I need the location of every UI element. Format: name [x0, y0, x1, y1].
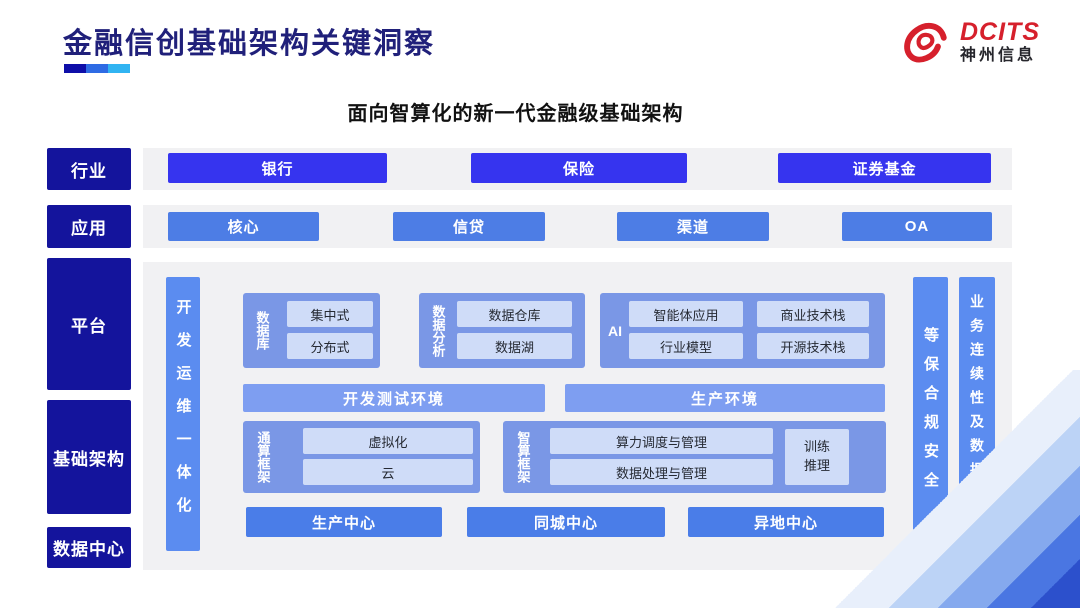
row-label-datacenter: 数据中心 [47, 527, 131, 568]
general-compute-label: 通算框架 [255, 431, 271, 483]
logo-brand-text: DCITS [960, 18, 1040, 46]
dcits-logo: DCITS 神州信息 [898, 18, 1040, 66]
btn-bank: 银行 [168, 153, 387, 183]
btn-core: 核心 [168, 212, 319, 241]
btn-oa: OA [842, 212, 992, 241]
env-dev-test-bar: 开发测试环境 [243, 384, 545, 412]
cell-agent-app: 智能体应用 [629, 301, 743, 327]
row-label-industry: 行业 [47, 148, 131, 190]
btn-credit: 信贷 [393, 212, 545, 241]
cell-opensource-stack: 开源技术栈 [757, 333, 869, 359]
analytics-label: 数据分析 [430, 304, 446, 357]
cell-data-warehouse: 数据仓库 [457, 301, 572, 327]
cell-compute-scheduling: 算力调度与管理 [550, 428, 773, 454]
underline-segment-dark [64, 64, 86, 73]
row-label-application: 应用 [47, 205, 131, 248]
cell-distributed: 分布式 [287, 333, 373, 359]
diagram-title: 面向智算化的新一代金融级基础架构 [347, 103, 684, 125]
row-label-infrastructure: 基础架构 [47, 400, 131, 514]
devops-bar: 开发运维一体化 [166, 277, 200, 551]
cell-industry-model: 行业模型 [629, 333, 743, 359]
underline-segment-cyan [108, 64, 130, 73]
logo-company-text: 神州信息 [960, 47, 1037, 64]
btn-channel: 渠道 [617, 212, 769, 241]
cell-cloud: 云 [303, 459, 473, 485]
underline-segment-blue [86, 64, 108, 73]
center-production: 生产中心 [246, 507, 442, 537]
dcits-swirl-icon [904, 22, 947, 63]
title-underline [64, 64, 130, 73]
cell-data-lake: 数据湖 [457, 333, 572, 359]
btn-insurance: 保险 [471, 153, 687, 183]
cell-centralized: 集中式 [287, 301, 373, 327]
row-label-platform: 平台 [47, 258, 131, 390]
cell-commercial-stack: 商业技术栈 [757, 301, 869, 327]
logo-text-block: DCITS 神州信息 [960, 20, 1040, 64]
cell-data-processing: 数据处理与管理 [550, 459, 773, 485]
btn-securities-fund: 证券基金 [778, 153, 991, 183]
center-same-city: 同城中心 [467, 507, 665, 537]
corner-stripes-decoration [828, 370, 1080, 608]
train-infer-label: 训练推理 [803, 439, 830, 473]
page-title: 金融信创基础架构关键洞察 [63, 28, 436, 60]
intelligent-compute-label: 智算框架 [515, 431, 531, 483]
cell-virtualization: 虚拟化 [303, 428, 473, 454]
database-label: 数据库 [254, 311, 270, 350]
ai-label: AI [608, 322, 622, 339]
